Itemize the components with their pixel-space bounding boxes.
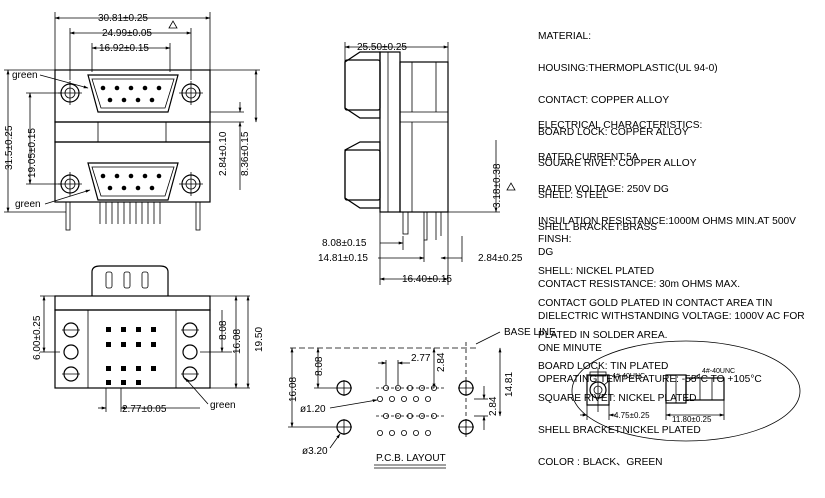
label-green-top: green — [12, 70, 38, 81]
pcb-dim-r1: 2.84 — [436, 352, 447, 372]
warning-triangle-icon — [506, 182, 516, 191]
label-green-bottom: green — [15, 199, 41, 210]
dim-bottom-right-b: 16.08 — [232, 329, 243, 354]
spec-line: BOARD LOCK: TIN PLATED — [538, 361, 669, 373]
spec-material: MATERIAL: HOUSING:THERMOPLASTIC(UL 94-0)… — [538, 11, 822, 244]
spec-line: SHELL BRACKET:BRASS — [538, 221, 658, 233]
side-view: 25.50±0.25 3.18±0.38 8.08 — [318, 42, 523, 285]
spec-finish: FINSH: SHELL: NICKEL PLATED CONTACT GOLD… — [538, 214, 822, 479]
screw-label-b: 4#-40UNC — [702, 368, 735, 375]
spec-line: ONE MINUTE — [538, 342, 602, 354]
detail-dim-b: 11.80±0.25 — [672, 415, 712, 424]
spec-line: HOUSING:THERMOPLASTIC(UL 94-0) — [538, 62, 718, 74]
pcb-dim-r3: 14.81 — [504, 372, 515, 397]
base-line-label: BASE LINE — [504, 327, 556, 338]
spec-line: SHELL: STEEL — [538, 190, 609, 202]
spec-line: CONTACT: COPPER ALLOY — [538, 94, 670, 106]
dim-side-d: 16.40±0.15 — [402, 274, 452, 285]
label-green-bottom-view: green — [210, 400, 236, 411]
spec-line: DIELECTRIC WITHSTANDING VOLTAGE: 1000V A… — [538, 310, 805, 322]
bottom-view: 6.00±0.25 8.08 16.08 19.50 2.77±0.05 gre… — [32, 265, 265, 415]
spec-line: OPERATING TEMPERATURE: -55°C TO +105°C — [538, 374, 762, 386]
spec-line: SOUARE RIVET: COPPER ALLOY — [538, 158, 697, 170]
dim-connector-pitch: 19.05±0.15 — [27, 128, 38, 178]
spec-line: CONTACT RESISTANCE: 30m OHMS MAX. — [538, 279, 741, 291]
spec-line: BOARD LOCK: COPPER ALLOY — [538, 126, 689, 138]
spec-line: SHELL BRACKET:NICKEL PLATED — [538, 424, 701, 436]
pcb-dim-r2: 2.84 — [488, 396, 499, 416]
dim-depth: 25.50±0.25 — [357, 42, 407, 53]
dim-side-a: 8.08±0.15 — [322, 238, 367, 249]
spec-line: PLATED IN SOLDER AREA. — [538, 329, 668, 341]
dim-overall-width: 30.81±0.25 — [98, 13, 148, 24]
pcb-hole-large: ø3.20 — [302, 446, 328, 457]
pcb-hole-small: ø1.20 — [300, 404, 326, 415]
pcb-dim-pitch: 2.77 — [411, 353, 431, 364]
spec-line: CONTACT GOLD PLATED IN CONTACT AREA TIN — [538, 297, 773, 309]
pcb-dim-v1: 8.08 — [314, 356, 325, 376]
dim-pin-height: 3.18±0.38 — [492, 163, 503, 208]
dim-offset-small: 2.84±0.10 — [218, 131, 229, 176]
spec-line: SHELL: NICKEL PLATED — [538, 265, 655, 277]
warning-triangle-icon — [168, 20, 178, 29]
screw-label-a: 4#-40UNC — [612, 373, 645, 380]
spec-line: RATED CURRENT:5A — [538, 151, 639, 163]
spec-line: DG — [538, 247, 554, 259]
dim-side-b: 14.81±0.15 — [318, 253, 368, 264]
dim-bottom-right-a: 8.08 — [218, 320, 229, 340]
spec-line: INSULATION RESISTANCE:1000M OHMS MIN.AT … — [538, 215, 796, 227]
front-view: 30.81±0.25 24.99±0.05 16.92±0.15 — [4, 12, 260, 231]
spec-line: ELECTRICAL CHARACTERISTICS: — [538, 120, 703, 132]
spec-line: RATED VOLTAGE: 250V DG — [538, 183, 669, 195]
spec-line: SQUARE RIVET: NICKEL PLATED — [538, 393, 697, 405]
pcb-layout: BASE LINE 2.77 16.08 8.08 2.84 — [288, 327, 556, 469]
spec-electrical: ELECTRICAL CHARACTERISTICS: RATED CURREN… — [538, 100, 822, 397]
dim-bottom-pitch: 2.77±0.05 — [122, 404, 167, 415]
spec-line: COLOR : BLACK、GREEN — [538, 456, 663, 468]
detail-dim-a: 4.75±0.25 — [614, 411, 650, 420]
dim-height: 31.5±0.25 — [4, 125, 15, 170]
dim-side-c: 2.84±0.25 — [478, 253, 523, 264]
dim-bottom-left: 6.00±0.25 — [32, 315, 43, 360]
detail-view: 4#-40UNC 4#-40UNC 4.75±0.25 11.80±0.25 — [571, 340, 801, 442]
dim-shell-width: 16.92±0.15 — [99, 43, 149, 54]
dim-offset-large: 8.36±0.15 — [240, 131, 251, 176]
pcb-dim-v2: 16.08 — [288, 377, 299, 402]
dim-bottom-right-c: 19.50 — [254, 327, 265, 352]
spec-line: FINSH: — [538, 234, 572, 246]
pcb-title: P.C.B. LAYOUT — [376, 453, 446, 464]
spec-line: MATERIAL: — [538, 31, 592, 43]
dim-mount-spacing: 24.99±0.05 — [102, 28, 152, 39]
